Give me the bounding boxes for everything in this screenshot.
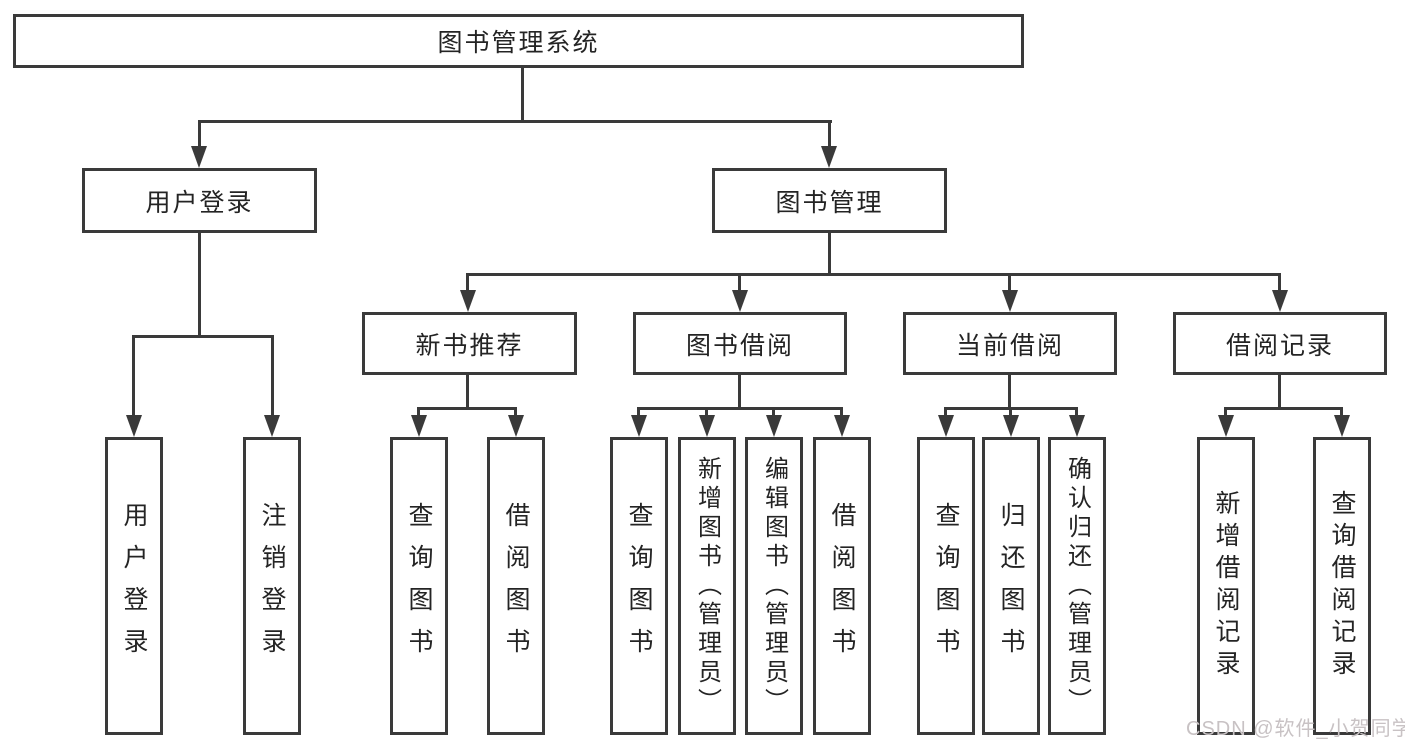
connector-line xyxy=(944,407,947,418)
leaf-return-books: 归还图书 xyxy=(982,437,1040,735)
arrowhead-down-icon xyxy=(631,415,647,437)
connector-line xyxy=(417,407,517,410)
leaf-query-borrow-record: 查询借阅记录 xyxy=(1313,437,1371,735)
leaf-confirm-return-admin: 确认归还（管理员） xyxy=(1048,437,1106,735)
leaf-label: 新增图书（管理员） xyxy=(693,455,721,717)
arrowhead-down-icon xyxy=(766,415,782,437)
arrowhead-down-icon xyxy=(699,415,715,437)
leaf-label: 用户登录 xyxy=(120,502,148,670)
arrowhead-down-icon xyxy=(191,146,207,168)
connector-line xyxy=(132,335,135,417)
leaf-label: 注销登录 xyxy=(258,502,286,670)
node-book-management: 图书管理 xyxy=(712,168,947,233)
leaf-label: 新增借阅记录 xyxy=(1212,490,1240,682)
connector-line xyxy=(1075,407,1078,418)
leaf-label: 借阅图书 xyxy=(828,502,856,670)
arrowhead-down-icon xyxy=(411,415,427,437)
connector-line xyxy=(1008,273,1011,293)
connector-line xyxy=(1008,375,1011,407)
connector-line xyxy=(738,273,741,293)
arrowhead-down-icon xyxy=(460,290,476,312)
arrowhead-down-icon xyxy=(821,146,837,168)
connector-line xyxy=(198,120,201,148)
leaf-borrow-books-recommend: 借阅图书 xyxy=(487,437,545,735)
leaf-label: 确认归还（管理员） xyxy=(1063,455,1091,717)
arrowhead-down-icon xyxy=(126,415,142,437)
arrowhead-down-icon xyxy=(1272,290,1288,312)
connector-line xyxy=(840,407,843,418)
connector-line xyxy=(466,273,469,293)
connector-line xyxy=(705,407,708,418)
connector-line xyxy=(514,407,517,418)
node-borrow-records: 借阅记录 xyxy=(1173,312,1387,375)
connector-line xyxy=(521,68,524,120)
node-new-book-recommend: 新书推荐 xyxy=(362,312,577,375)
leaf-label: 查询图书 xyxy=(405,502,433,670)
node-library-system: 图书管理系统 xyxy=(13,14,1024,68)
arrowhead-down-icon xyxy=(938,415,954,437)
leaf-add-books-admin: 新增图书（管理员） xyxy=(678,437,736,735)
connector-line xyxy=(466,273,1281,276)
arrowhead-down-icon xyxy=(1003,415,1019,437)
connector-line xyxy=(132,335,273,338)
leaf-query-books-current: 查询图书 xyxy=(917,437,975,735)
csdn-watermark: CSDN @软件_小贺同学 xyxy=(1186,718,1405,740)
arrowhead-down-icon xyxy=(732,290,748,312)
node-book-borrowing: 图书借阅 xyxy=(633,312,847,375)
connector-line xyxy=(772,407,775,418)
leaf-user-login: 用户登录 xyxy=(105,437,163,735)
connector-line xyxy=(1009,407,1012,418)
connector-line xyxy=(1340,407,1343,418)
leaf-query-books-recommend: 查询图书 xyxy=(390,437,448,735)
connector-line xyxy=(738,375,741,407)
connector-line xyxy=(1278,375,1281,407)
leaf-label: 查询图书 xyxy=(625,502,653,670)
leaf-label: 借阅图书 xyxy=(502,502,530,670)
connector-line xyxy=(828,120,831,148)
leaf-edit-books-admin: 编辑图书（管理员） xyxy=(745,437,803,735)
leaf-label: 编辑图书（管理员） xyxy=(760,455,788,717)
arrowhead-down-icon xyxy=(1069,415,1085,437)
arrowhead-down-icon xyxy=(1002,290,1018,312)
leaf-label: 查询借阅记录 xyxy=(1328,490,1356,682)
leaf-label: 查询图书 xyxy=(932,502,960,670)
arrowhead-down-icon xyxy=(1218,415,1234,437)
connector-line xyxy=(1224,407,1343,410)
leaf-borrow-books: 借阅图书 xyxy=(813,437,871,735)
connector-line xyxy=(1224,407,1227,418)
node-current-borrowing: 当前借阅 xyxy=(903,312,1117,375)
leaf-query-books-borrowing: 查询图书 xyxy=(610,437,668,735)
connector-line xyxy=(417,407,420,418)
arrowhead-down-icon xyxy=(1334,415,1350,437)
connector-line xyxy=(1278,273,1281,293)
arrowhead-down-icon xyxy=(264,415,280,437)
leaf-label: 归还图书 xyxy=(997,502,1025,670)
node-user-login: 用户登录 xyxy=(82,168,317,233)
leaf-logout: 注销登录 xyxy=(243,437,301,735)
arrowhead-down-icon xyxy=(508,415,524,437)
connector-line xyxy=(198,233,201,335)
connector-line xyxy=(198,120,832,123)
connector-line xyxy=(637,407,843,410)
connector-line xyxy=(271,335,274,417)
connector-line xyxy=(466,375,469,407)
leaf-add-borrow-record: 新增借阅记录 xyxy=(1197,437,1255,735)
arrowhead-down-icon xyxy=(834,415,850,437)
connector-line xyxy=(637,407,640,418)
connector-line xyxy=(828,233,831,273)
